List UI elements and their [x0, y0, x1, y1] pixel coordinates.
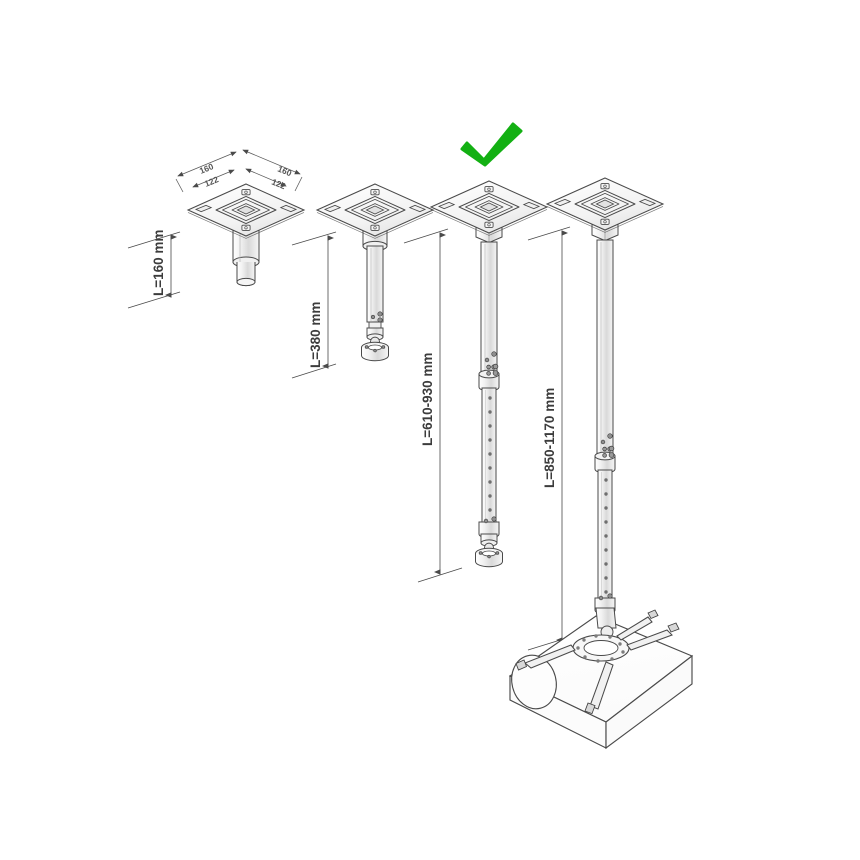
projector-lens-icon [511, 654, 557, 710]
green-checkmark-icon [460, 122, 523, 167]
dimension-line-380 [291, 231, 337, 379]
length-label-380: L=380 mm [308, 302, 323, 368]
mount-variant-610-930: L=610-930 mm [403, 122, 548, 583]
projector-spider-mount [515, 607, 680, 715]
height-adjust-holes-610-930 [488, 396, 492, 512]
mount-pole-160 [232, 227, 260, 287]
dimension-line-610-930 [403, 228, 463, 583]
mount-variant-850-1170: L=850-1170 mm [508, 177, 694, 750]
length-label-850-1170: L=850-1170 mm [542, 388, 557, 488]
dimension-line-160 [127, 231, 181, 309]
mount-pole-850-1170 [591, 219, 619, 615]
height-adjust-holes-850-1170 [604, 478, 608, 594]
mount-variant-380: L=380 mm [291, 183, 434, 379]
length-label-160: L=160 mm [151, 230, 166, 296]
plate-dimension-callouts [175, 149, 303, 193]
mount-pole-380 [362, 227, 388, 331]
mount-pole-610-930 [475, 221, 503, 539]
length-label-610-930: L=610-930 mm [420, 353, 435, 446]
spider-mount-arm-brackets [515, 609, 680, 715]
